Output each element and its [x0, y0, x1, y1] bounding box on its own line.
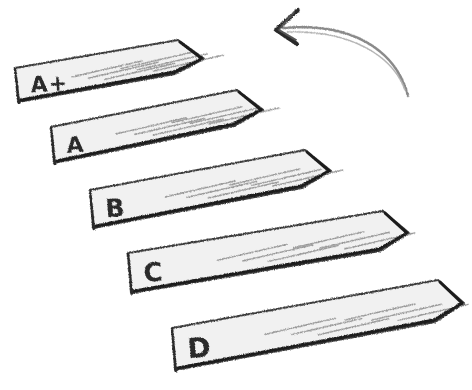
rating-label: D [186, 331, 212, 365]
rating-bars: A+ A B C D [15, 40, 468, 372]
rating-bar-1: A+ [15, 40, 224, 104]
rating-bar-body [172, 280, 464, 370]
rating-bar-3: B [90, 150, 343, 230]
rating-bar-2: A [51, 90, 279, 165]
rating-label: C [143, 258, 165, 289]
rating-label: B [105, 193, 127, 223]
rating-bar-4: C [128, 211, 415, 295]
curved-arrow-left-icon [276, 10, 408, 96]
rating-bar-body [90, 150, 331, 228]
rating-label: A [66, 133, 86, 159]
rating-bar-5: D [172, 280, 468, 372]
rating-label: A+ [30, 71, 69, 98]
